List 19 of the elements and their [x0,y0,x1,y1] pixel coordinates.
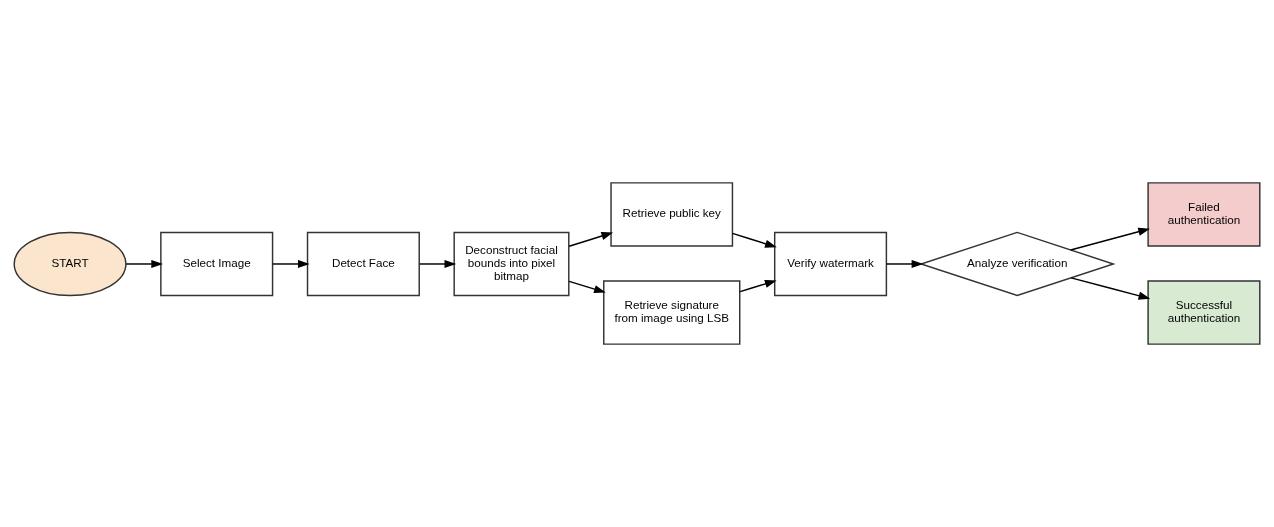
arrow [1069,227,1150,251]
node-box: Deconstruct facial bounds into pixel bitmap [453,231,570,297]
node-box: Select Image [160,231,274,297]
arrow [568,232,614,247]
node-ellipse: START [13,231,127,297]
node-box: Retrieve signature from image using LSB [603,280,741,345]
node-box: Detect Face [306,231,420,297]
node-box: Failed authentication [1147,182,1261,247]
arrow [731,232,777,248]
arrow [568,280,606,294]
arrow [1070,277,1151,300]
node-box: Verify watermark [773,231,888,297]
node-box: Successful authentication [1147,280,1261,345]
arrow [885,259,924,269]
arrow [739,279,777,293]
arrow [272,259,310,269]
arrow [418,259,457,269]
arrow [125,259,163,269]
node-box: Retrieve public key [610,182,734,247]
